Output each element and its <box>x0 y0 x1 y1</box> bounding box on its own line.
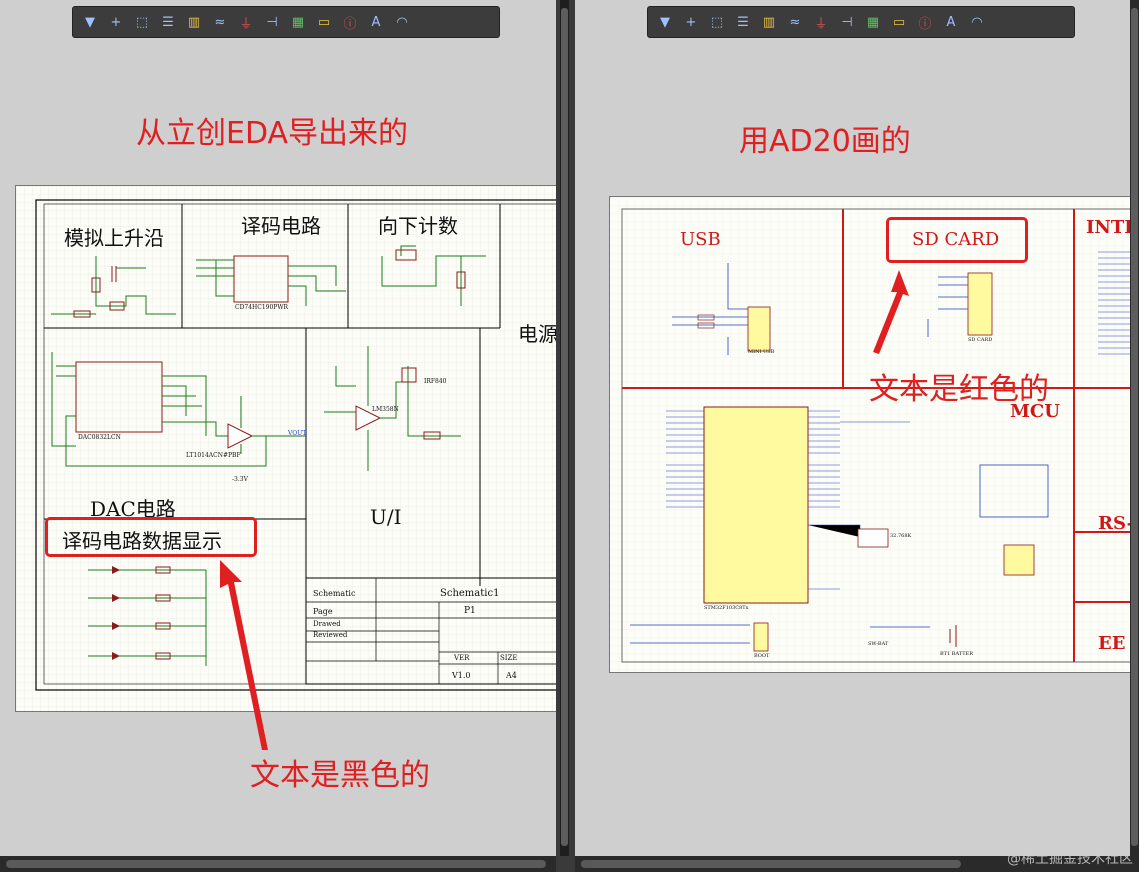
right-document-pane[interactable]: ▼ + ⬚ ☰ ▥ ≈ ⏚ ⊣ ▦ ▭ ⓘ A ◠ 用AD20画的 <box>575 0 1139 872</box>
chip-icon[interactable]: ▦ <box>291 14 305 30</box>
select-rect-icon[interactable]: ⬚ <box>135 14 149 30</box>
vout-label: VOUT <box>288 430 307 437</box>
section-title-interface: INTE <box>1086 217 1138 238</box>
right-schematic-sheet[interactable]: USB SD CARD INTE MCU RS- EE MINI USB SD … <box>609 196 1139 673</box>
pane-splitter[interactable] <box>556 0 575 872</box>
watermark: @稀土掘金技术社区 <box>1007 851 1133 867</box>
neg-supply-label: -3.3V <box>232 476 248 483</box>
section-title-power: 电源 <box>518 322 556 346</box>
section-title-rising-edge: 模拟上升沿 <box>64 226 164 250</box>
ground-icon[interactable]: ⏚ <box>239 16 253 32</box>
left-schematic-sheet[interactable]: 模拟上升沿 译码电路 向下计数 电源 DAC电路 U/I 译码电路数据显示 CD… <box>15 185 556 712</box>
text-icon[interactable]: A <box>946 14 956 30</box>
right-caption: 用AD20画的 <box>739 124 911 159</box>
right-vertical-scrollbar[interactable] <box>1130 0 1139 856</box>
section-title-ee: EE <box>1098 633 1126 654</box>
tb-size-value: A4 <box>506 671 517 680</box>
section-title-decoder: 译码电路 <box>241 214 321 238</box>
display-highlight-box <box>45 517 257 557</box>
align-icon[interactable]: ☰ <box>737 14 749 30</box>
netlabel-icon[interactable]: ⊣ <box>841 14 853 30</box>
sd-connector-label: SD CARD <box>968 337 993 343</box>
section-title-display: 译码电路数据显示 <box>62 529 222 553</box>
tb-ver-label: VER <box>454 654 470 662</box>
no-erc-icon[interactable]: ⓘ <box>918 16 932 32</box>
sd-highlight-box <box>886 217 1028 263</box>
left-annotation-arrow <box>220 560 268 750</box>
port-icon[interactable]: ▭ <box>317 14 331 30</box>
add-icon[interactable]: + <box>110 14 122 30</box>
section-title-counter: 向下计数 <box>378 214 458 238</box>
section-title-rs: RS- <box>1098 513 1135 534</box>
tb-schematic-label: Schematic <box>313 589 356 598</box>
dac-chip-label: DAC0832LCN <box>78 434 121 441</box>
add-icon[interactable]: + <box>685 14 697 30</box>
select-rect-icon[interactable]: ⬚ <box>710 14 724 30</box>
usb-connector-label: MINI USB <box>748 349 775 355</box>
no-erc-icon[interactable]: ⓘ <box>343 16 357 32</box>
left-annotation: 文本是黑色的 <box>250 758 430 793</box>
chip-icon[interactable]: ▦ <box>866 14 880 30</box>
tb-ver-value: V1.0 <box>452 671 471 680</box>
left-vertical-scrollbar[interactable] <box>560 0 569 856</box>
text-icon[interactable]: A <box>371 14 381 30</box>
align-icon[interactable]: ☰ <box>162 14 174 30</box>
left-scroll-thumb[interactable] <box>6 860 546 868</box>
opamp1-label: LT1014ACN#PBF <box>186 452 241 459</box>
section-title-sd: SD CARD <box>912 229 1000 250</box>
tb-drawed-label: Drawed <box>313 620 341 628</box>
crystal-label: 32.768K <box>890 533 912 539</box>
switch-label: SW-BAT <box>868 641 889 647</box>
left-vscroll-thumb[interactable] <box>561 8 568 846</box>
left-caption: 从立创EDA导出来的 <box>136 116 409 151</box>
right-schematic-toolbar: ▼ + ⬚ ☰ ▥ ≈ ⏚ ⊣ ▦ ▭ ⓘ A ◠ <box>647 6 1075 38</box>
boot-label: BOOT <box>754 653 770 659</box>
netlabel-icon[interactable]: ⊣ <box>266 14 278 30</box>
left-horizontal-scrollbar[interactable] <box>0 856 556 872</box>
ground-icon[interactable]: ⏚ <box>814 16 828 32</box>
mcu-chip-label: STM32F103C8Tx <box>704 605 749 611</box>
mosfet-label: IRF840 <box>424 378 447 385</box>
decoder-chip-label: CD74HC190PWR <box>235 304 289 311</box>
filter-icon[interactable]: ▼ <box>85 14 95 30</box>
opamp2-label: LM358N <box>372 406 399 413</box>
arc-icon[interactable]: ◠ <box>396 14 408 30</box>
left-document-pane[interactable]: ▼ + ⬚ ☰ ▥ ≈ ⏚ ⊣ ▦ ▭ ⓘ A ◠ 从立创EDA导出来的 <box>0 0 556 872</box>
part-icon[interactable]: ▥ <box>762 14 776 30</box>
right-horizontal-scrollbar[interactable] <box>575 856 1139 872</box>
part-icon[interactable]: ▥ <box>187 14 201 30</box>
right-schematic-drawing <box>610 197 1139 672</box>
tb-reviewed-label: Reviewed <box>313 631 348 639</box>
left-schematic-drawing <box>16 186 556 711</box>
filter-icon[interactable]: ▼ <box>660 14 670 30</box>
right-scroll-thumb[interactable] <box>581 860 961 868</box>
tb-page-value: P1 <box>464 606 476 616</box>
battery-label: BT1 BATTER <box>940 651 973 657</box>
tb-schematic-value: Schematic1 <box>440 588 500 599</box>
arc-icon[interactable]: ◠ <box>971 14 983 30</box>
wire-icon[interactable]: ≈ <box>789 14 801 30</box>
section-title-mcu: MCU <box>1010 401 1060 422</box>
tb-page-label: Page <box>313 607 333 616</box>
right-annotation: 文本是红色的 <box>869 372 1049 407</box>
section-title-usb: USB <box>680 229 721 250</box>
right-vscroll-thumb[interactable] <box>1131 8 1138 846</box>
tb-size-label: SIZE <box>500 654 518 662</box>
right-annotation-arrow <box>873 270 909 354</box>
port-icon[interactable]: ▭ <box>892 14 906 30</box>
left-schematic-toolbar: ▼ + ⬚ ☰ ▥ ≈ ⏚ ⊣ ▦ ▭ ⓘ A ◠ <box>72 6 500 38</box>
section-title-vi: U/I <box>370 505 402 529</box>
wire-icon[interactable]: ≈ <box>214 14 226 30</box>
